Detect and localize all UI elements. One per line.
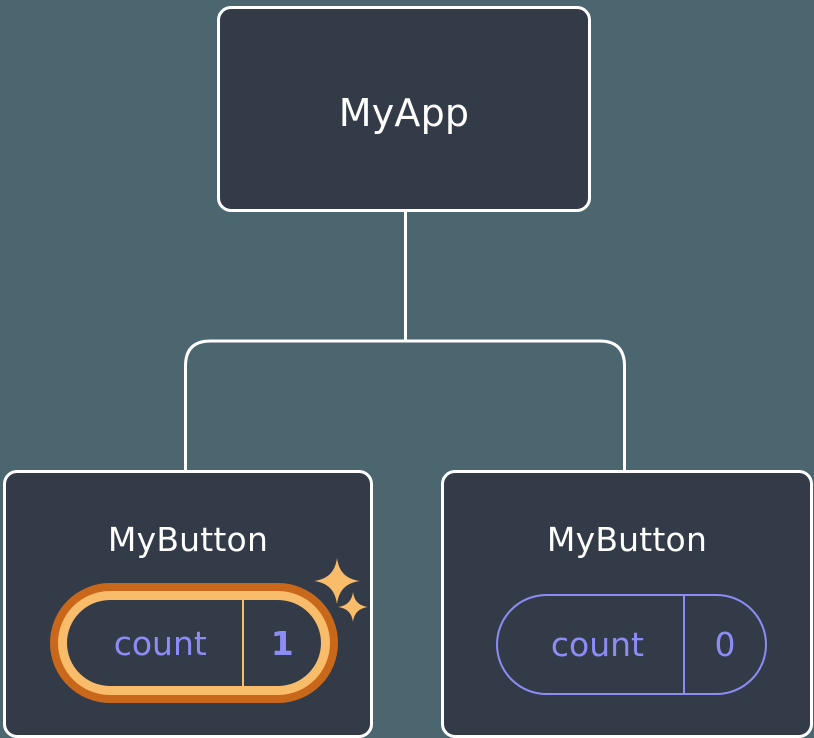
node-mybutton-left-label: MyButton [107,520,269,559]
state-pill-inner-ring: count 1 [58,591,330,695]
node-myapp-label: MyApp [338,91,470,135]
state-value-label: 0 [682,596,765,693]
state-value-label: 1 [241,600,321,686]
node-mybutton-left[interactable]: MyButton count 1 [3,470,373,738]
node-mybutton-right[interactable]: MyButton count 0 [441,470,813,738]
node-mybutton-right-label: MyButton [546,520,708,559]
state-pill-count-highlighted[interactable]: count 1 [50,583,338,703]
state-key-label: count [550,625,644,664]
state-pill-count-plain[interactable]: count 0 [496,594,767,695]
state-pill-core: count 1 [67,600,321,686]
connector-branch-bus [184,339,626,470]
state-key-label: count [113,623,207,663]
node-myapp[interactable]: MyApp [217,6,591,212]
